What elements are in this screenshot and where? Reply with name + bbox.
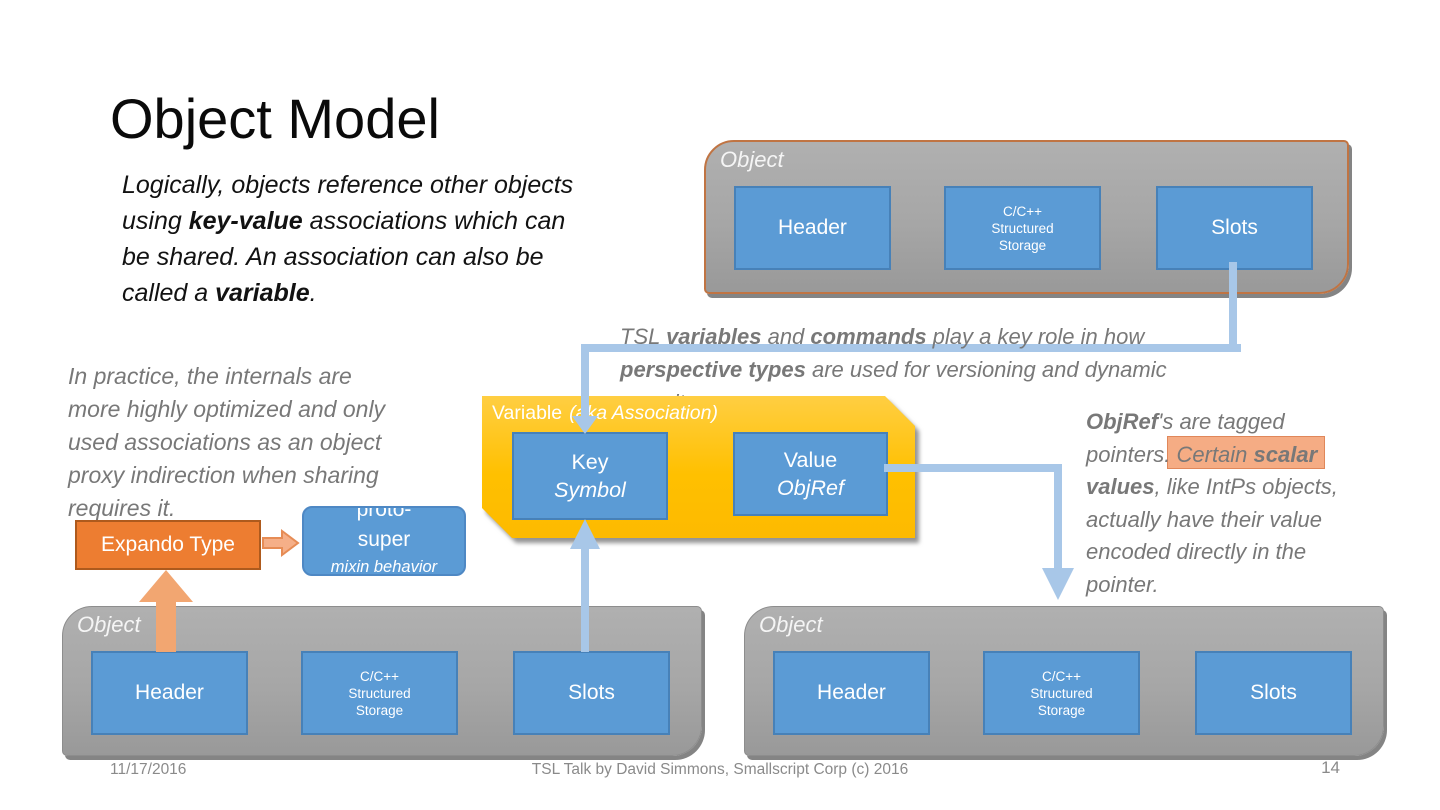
arrowhead-down-object-icon [1042, 568, 1074, 600]
text-segment: TSL [620, 324, 667, 349]
arrowhead-down-key-icon [572, 416, 598, 434]
arrowhead-up-key-icon [570, 519, 600, 549]
text-segment: key-value [188, 207, 303, 235]
orange-arrow-shaft [156, 600, 176, 652]
proto-line: proto- [356, 506, 412, 521]
object-card-label: Object [759, 612, 823, 637]
key-label: Key [571, 450, 609, 474]
text-segment: more highly optimized and only [68, 396, 386, 422]
connector-slots-down [1229, 262, 1237, 350]
text-segment: . [309, 279, 317, 307]
text-segment: encoded directly in the [1086, 539, 1307, 564]
box-label: Header [135, 681, 204, 704]
objref-text: ObjRef's are tagged pointers. Certain sca… [1086, 406, 1406, 601]
variable-shape: Variable (aka Association) Key Symbol Val… [482, 396, 915, 538]
header-box: Header [734, 186, 891, 270]
key-box: Key Symbol [512, 432, 668, 520]
object-card-label: Object [77, 612, 141, 637]
text-segment: variables [666, 324, 762, 349]
text-segment: pointer. [1086, 571, 1159, 597]
key-type: Symbol [554, 478, 626, 502]
intro-paragraph: Logically, objects reference other objec… [122, 167, 682, 311]
text-segment: perspective types [620, 357, 806, 382]
header-box: Header [91, 651, 248, 735]
footer-page-number: 14 [1321, 758, 1340, 777]
text-segment: Logically, objects reference other objec… [122, 171, 574, 199]
variable-title: Variable [492, 402, 563, 424]
box-label: C/C++ [1041, 668, 1082, 684]
text-segment: pointers. Certain [1086, 441, 1254, 467]
text-segment: play a key role in how [926, 324, 1145, 349]
connector-value-down [1054, 464, 1062, 570]
box-label: C/C++ [1002, 203, 1043, 219]
slots-box: Slots [1195, 651, 1352, 735]
text-segment: In practice, the internals are [68, 363, 352, 389]
text-segment: are used for versioning and dynamic [805, 357, 1167, 382]
box-label: Structured [348, 685, 411, 701]
text-segment: scalar [1253, 441, 1318, 467]
box-label: Storage [1037, 702, 1086, 718]
variable-subtitle: (aka Association) [569, 402, 718, 424]
box-label: Slots [568, 681, 615, 704]
practice-paragraph: In practice, the internals are more highl… [68, 360, 498, 525]
proto-line: super [357, 528, 411, 551]
box-label: Storage [355, 702, 404, 718]
box-label: Structured [1030, 685, 1093, 701]
connector-slots-to-key [581, 548, 589, 652]
box-label: C/C++ [359, 668, 400, 684]
box-label: Header [817, 681, 886, 704]
box-label: Storage [998, 237, 1047, 253]
text-segment: , like IntPs objects, [1154, 474, 1338, 499]
connector-horizontal [581, 344, 1241, 352]
expando-type-box: Expando Type [75, 520, 261, 570]
text-segment: ObjRef [1086, 409, 1159, 434]
text-segment: actually have their value [1086, 506, 1323, 532]
value-type: ObjRef [777, 476, 844, 500]
variable-association-group: Variable (aka Association) Key Symbol Val… [482, 396, 915, 538]
footer-credit: TSL Talk by David Simmons, Smallscript C… [531, 761, 909, 778]
slots-box: Slots [513, 651, 670, 735]
text-segment: variable [215, 279, 310, 307]
text-segment: used associations as an object [68, 429, 382, 455]
right-arrow-icon [262, 529, 300, 557]
text-segment: and [761, 324, 811, 349]
value-label: Value [783, 448, 838, 472]
text-segment: values [1086, 474, 1155, 499]
variable-label: Variable (aka Association) [492, 402, 718, 425]
text-segment: associations which can [302, 207, 566, 235]
connector-value-right [884, 464, 1062, 472]
box-label: Header [778, 216, 847, 239]
proto-super-box: proto- super mixin behavior [302, 506, 466, 576]
slots-box: Slots [1156, 186, 1313, 270]
arrowhead-up-expando-icon [139, 570, 193, 602]
mixin-behavior-line: mixin behavior [330, 558, 438, 576]
text-segment: 's are tagged [1158, 409, 1285, 434]
text-segment: using [122, 207, 189, 235]
box-label: Structured [991, 220, 1054, 236]
text-segment: commands [810, 324, 927, 349]
salmon-highlight [1167, 436, 1325, 469]
header-box: Header [773, 651, 930, 735]
text-segment: called a [122, 279, 216, 307]
object-card-label: Object [720, 147, 784, 172]
footer-date: 11/17/2016 [110, 761, 187, 778]
box-label: Slots [1250, 681, 1297, 704]
page-title: Object Model [110, 87, 440, 150]
box-label: Slots [1211, 216, 1258, 239]
text-segment: requires it. [68, 495, 176, 521]
value-box: Value ObjRef [733, 432, 888, 516]
text-segment: proxy indirection when sharing [68, 462, 379, 488]
text-segment: be shared. An association can also be [122, 243, 544, 271]
connector-to-key [581, 350, 589, 417]
proto-super-text: proto- super mixin behavior [304, 506, 464, 576]
objref-paragraph: ObjRef's are tagged pointers. Certain sca… [1086, 406, 1406, 601]
